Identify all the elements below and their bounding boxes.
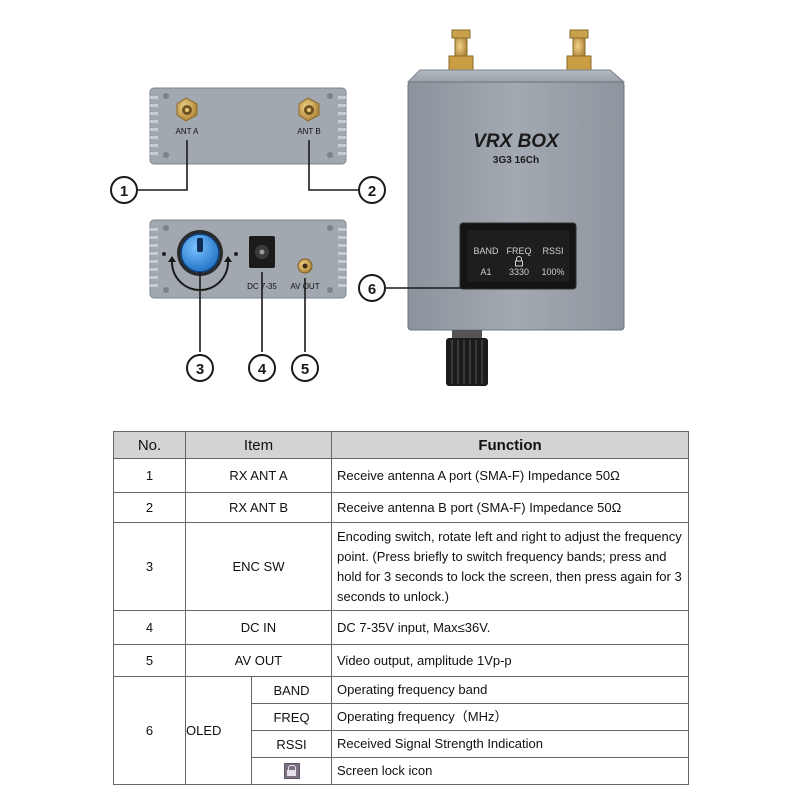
- row-no: 5: [113, 644, 186, 677]
- row-function: Received Signal Strength Indication: [331, 730, 689, 758]
- row-function: Video output, amplitude 1Vp-p: [331, 644, 689, 677]
- row-item: ENC SW: [185, 522, 332, 611]
- row-item: RX ANT A: [185, 458, 332, 493]
- callout-4-number: 4: [258, 361, 267, 378]
- row-item: DC IN: [185, 610, 332, 645]
- dc-jack-icon: [249, 236, 275, 268]
- ant-a-label: ANT A: [176, 127, 200, 136]
- callout-4: 4: [248, 354, 276, 382]
- bottom-knob-icon: [446, 330, 488, 386]
- device-model: 3G3 16Ch: [493, 155, 539, 166]
- oled-sub-band: BAND: [251, 676, 332, 704]
- device-brand: VRX BOX: [473, 131, 560, 152]
- oled-subrow: FREQ Operating frequency（MHz）: [114, 703, 689, 731]
- row-function: Screen lock icon: [331, 757, 689, 785]
- oled-value-freq: 3330: [509, 267, 529, 277]
- oled-lock-icon: [515, 256, 523, 267]
- callout-6: 6: [358, 274, 386, 302]
- row-item: RX ANT B: [185, 492, 332, 523]
- oled-subrow: Screen lock icon: [114, 757, 689, 785]
- row-function: Receive antenna A port (SMA-F) Impedance…: [331, 458, 689, 493]
- row-item: OLED: [185, 676, 252, 785]
- callout-2: 2: [358, 176, 386, 204]
- table-row: 1 RX ANT A Receive antenna A port (SMA-F…: [113, 458, 689, 493]
- row-no: 3: [113, 522, 186, 611]
- antenna-connector-right-icon: [566, 29, 592, 71]
- spec-table: No. Item Function 1 RX ANT A Receive ant…: [113, 431, 689, 785]
- header-no: No.: [113, 431, 186, 459]
- sma-connector-a-icon: [176, 97, 198, 122]
- table-row: 3 ENC SW Encoding switch, rotate left an…: [113, 522, 689, 611]
- oled-screen: BAND FREQ RSSI A1 3330 100%: [459, 222, 577, 290]
- antenna-panel: ANT A ANT B: [149, 87, 347, 165]
- av-out-jack-icon: [297, 258, 313, 274]
- table-row: 4 DC IN DC 7-35V input, Max≤36V.: [113, 610, 689, 645]
- callout-5-number: 5: [301, 361, 309, 378]
- ant-b-label: ANT B: [297, 127, 320, 136]
- row-function: Receive antenna B port (SMA-F) Impedance…: [331, 492, 689, 523]
- control-panel: DC 7-35 AV OUT: [149, 219, 347, 299]
- callout-1: 1: [110, 176, 138, 204]
- sma-connector-b-icon: [298, 97, 320, 122]
- table-row: 2 RX ANT B Receive antenna B port (SMA-F…: [113, 492, 689, 523]
- row-no: 6: [113, 676, 186, 785]
- row-no: 1: [113, 458, 186, 493]
- oled-header-rssi: RSSI: [542, 246, 563, 256]
- callout-2-number: 2: [368, 183, 376, 200]
- header-item: Item: [185, 431, 332, 459]
- oled-value-rssi: 100%: [541, 267, 564, 277]
- callout-3-number: 3: [196, 361, 204, 378]
- row-no: 4: [113, 610, 186, 645]
- vrx-box-device: VRX BOX 3G3 16Ch BAND FREQ RSSI A1 3330 …: [406, 29, 626, 386]
- oled-subrow: RSSI Received Signal Strength Indication: [114, 730, 689, 758]
- oled-sub-lock: [251, 757, 332, 785]
- row-no: 2: [113, 492, 186, 523]
- oled-header-band: BAND: [473, 246, 499, 256]
- table-header-row: No. Item Function: [113, 431, 689, 459]
- row-function: DC 7-35V input, Max≤36V.: [331, 610, 689, 645]
- oled-subrow: 6 OLED BAND Operating frequency band: [113, 676, 689, 785]
- callout-1-number: 1: [120, 183, 128, 200]
- header-function: Function: [331, 431, 689, 459]
- lock-icon: [283, 763, 300, 780]
- row-item: AV OUT: [185, 644, 332, 677]
- encoder-knob-icon: [168, 230, 232, 291]
- row-function: Operating frequency（MHz）: [331, 703, 689, 731]
- row-function: Encoding switch, rotate left and right t…: [331, 522, 689, 611]
- callout-lines: [138, 140, 474, 352]
- row-function: Operating frequency band: [331, 676, 689, 704]
- callout-6-number: 6: [368, 281, 376, 298]
- callout-3: 3: [186, 354, 214, 382]
- oled-header-freq: FREQ: [506, 246, 531, 256]
- oled-value-band: A1: [480, 267, 491, 277]
- antenna-connector-left-icon: [448, 29, 474, 71]
- callout-5: 5: [291, 354, 319, 382]
- oled-sub-rssi: RSSI: [251, 730, 332, 758]
- table-row: 5 AV OUT Video output, amplitude 1Vp-p: [113, 644, 689, 677]
- device-diagram: ANT A ANT B: [110, 29, 626, 386]
- oled-sub-freq: FREQ: [251, 703, 332, 731]
